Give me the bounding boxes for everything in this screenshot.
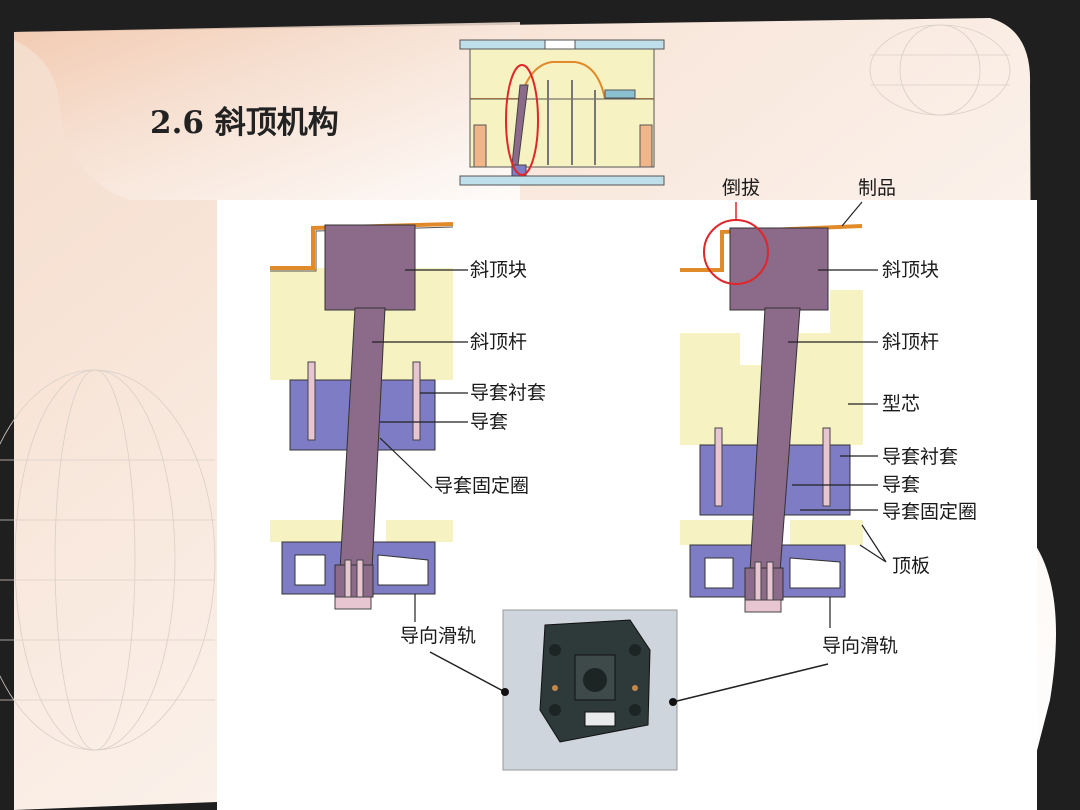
mold-assembly-icon bbox=[459, 39, 665, 186]
label-bushing-retainer: 导套固定圈 bbox=[434, 475, 529, 497]
label-lifter-block: 斜顶块 bbox=[882, 259, 939, 281]
slide-title: 2.6 斜顶机构 bbox=[150, 105, 339, 141]
left-lifter-diagram: 斜顶块 斜顶杆 导套衬套 导套 导套固定圈 导向滑轨 bbox=[270, 222, 546, 647]
connector-right bbox=[672, 663, 829, 703]
label-bushing-sleeve: 导套衬套 bbox=[470, 382, 546, 404]
label-bushing: 导套 bbox=[882, 474, 920, 496]
label-undercut: 倒拔 bbox=[722, 177, 760, 199]
label-bushing-sleeve: 导套衬套 bbox=[882, 446, 958, 468]
label-product: 制品 bbox=[858, 177, 896, 199]
label-lifter-block: 斜顶块 bbox=[470, 259, 527, 281]
connector-left bbox=[429, 651, 506, 693]
lifter-block bbox=[729, 227, 829, 311]
label-lifter-rod: 斜顶杆 bbox=[470, 331, 527, 353]
label-lifter-rod: 斜顶杆 bbox=[882, 331, 939, 353]
label-guide-rail: 导向滑轨 bbox=[400, 625, 476, 647]
label-ejector-plate: 顶板 bbox=[892, 555, 930, 577]
label-bushing-retainer: 导套固定圈 bbox=[882, 501, 977, 523]
label-bushing: 导套 bbox=[470, 411, 508, 433]
wireframe-globe-decoration bbox=[0, 24, 1011, 751]
lifter-block bbox=[324, 224, 416, 311]
decorative-swirl bbox=[14, 22, 520, 200]
right-lifter-diagram: 倒拔 制品 斜顶块 斜顶杆 型芯 导套衬套 导套 导套固定圈 顶板 导向滑轨 bbox=[680, 177, 977, 657]
guide-rail-photo-icon bbox=[502, 609, 678, 771]
label-guide-rail: 导向滑轨 bbox=[822, 635, 898, 657]
label-core: 型芯 bbox=[882, 393, 920, 415]
